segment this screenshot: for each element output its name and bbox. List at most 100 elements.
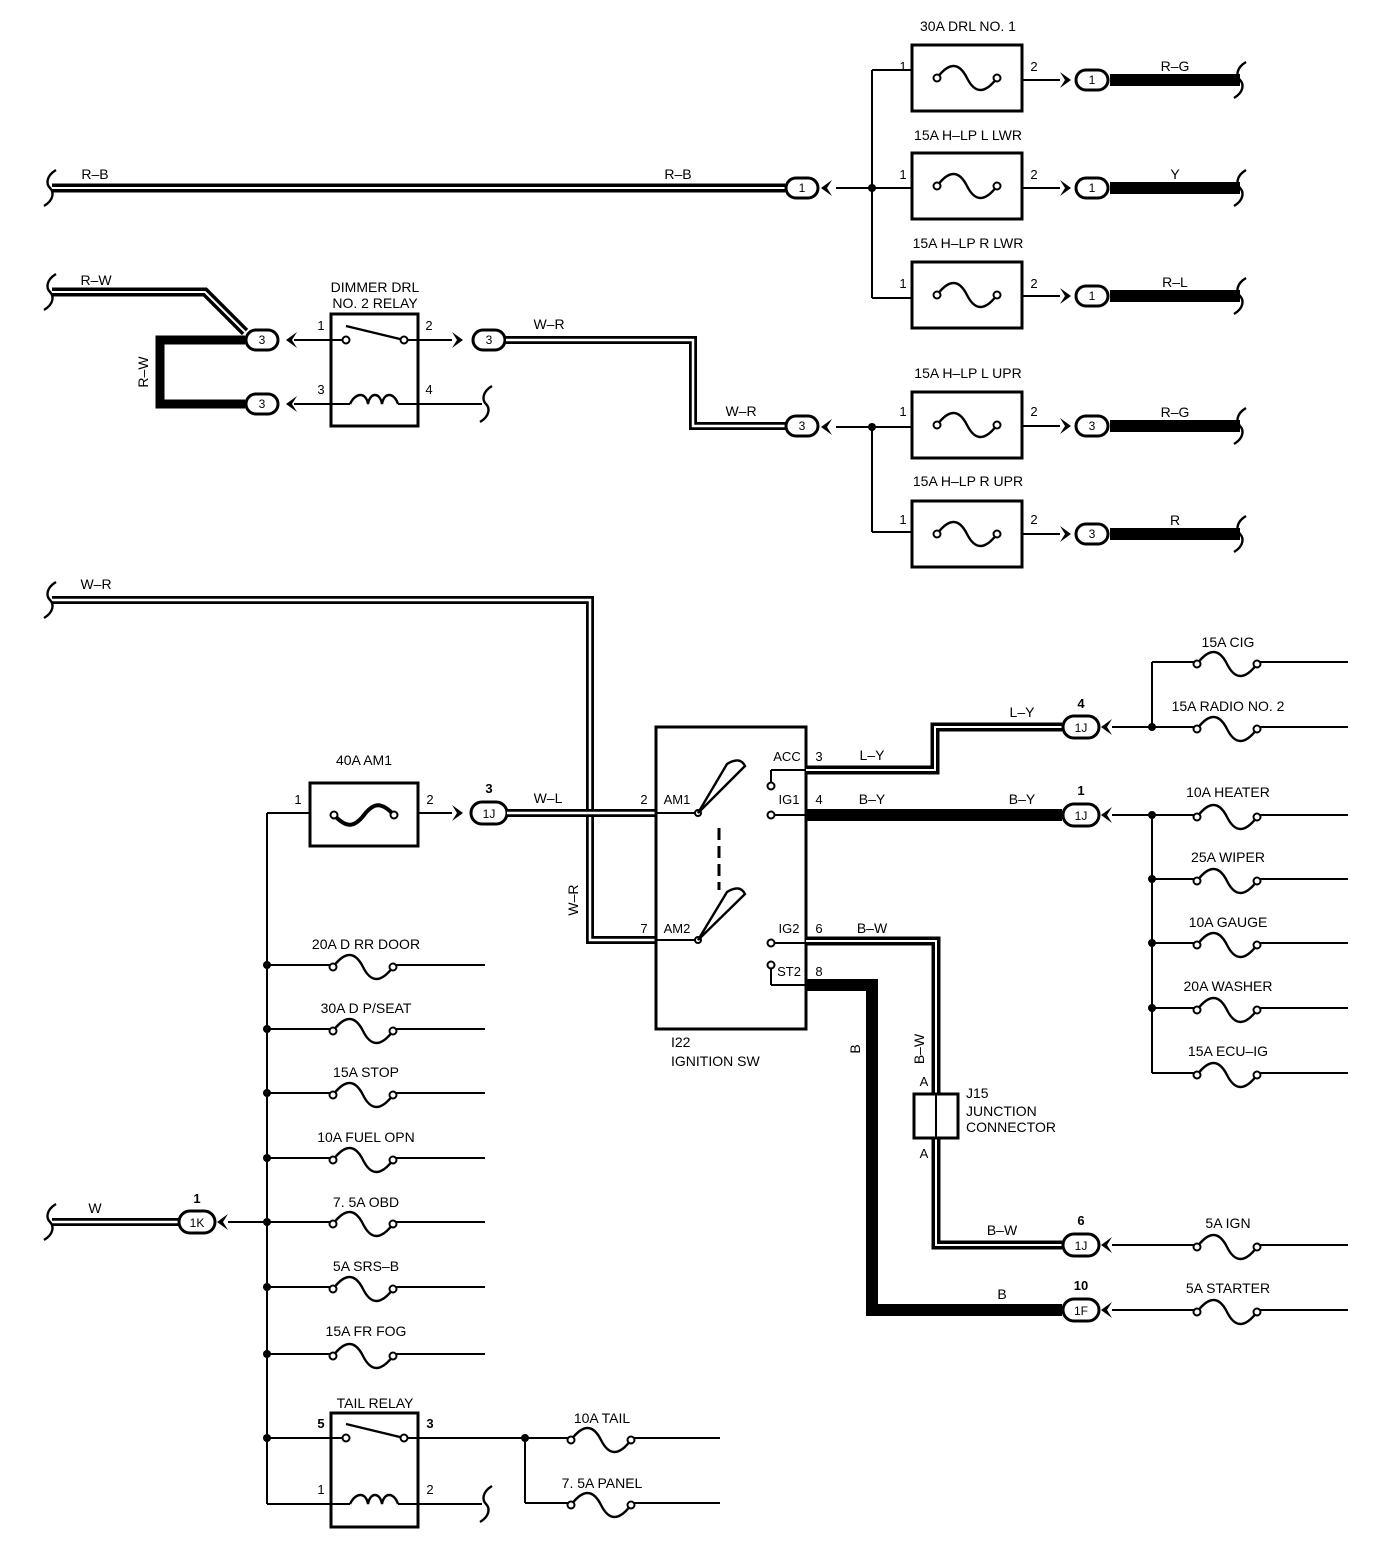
wire-label: B–W <box>857 920 888 936</box>
fuse-label: 15A RADIO NO. 2 <box>1172 698 1285 714</box>
pin-label: 3 <box>426 1416 433 1431</box>
outputs-top: 1 R–G 1 Y 1 R–L 3 R–G 3 R <box>1022 58 1248 554</box>
rb-feed-wire: R–B R–B 1 <box>42 166 820 208</box>
wire-label: B–Y <box>1009 791 1036 807</box>
connector-1: 1 <box>1089 181 1096 195</box>
fuse-label: 15A STOP <box>333 1064 399 1080</box>
wire-label: R–W <box>135 356 151 388</box>
wire-label: R–B <box>81 166 108 182</box>
fuse-d-rr-door: 20A D RR DOOR <box>267 936 485 981</box>
fuse-radio-no2: 15A RADIO NO. 2 <box>1152 698 1348 743</box>
dimmer-drl-relay: DIMMER DRL NO. 2 RELAY 1 2 3 4 <box>317 279 433 428</box>
wire-label: Y <box>1170 166 1180 182</box>
fuse-hlp-r-upr: 15A H–LP R UPR 1 2 <box>899 473 1038 569</box>
pin-label: 2 <box>1030 276 1037 291</box>
pin-label: 2 <box>640 792 647 807</box>
switch-name: IGNITION SW <box>671 1053 760 1069</box>
pin-label: 2 <box>1030 59 1037 74</box>
fuse-panel: 7. 5A PANEL <box>562 1475 643 1519</box>
tail-relay-section: TAIL RELAY 5 3 1 2 10A TAIL 7. 5A PANEL <box>267 1395 720 1529</box>
wire-label: W–L <box>534 790 563 806</box>
connector-1j: 1J <box>1075 1239 1088 1253</box>
wire-label: L–Y <box>860 747 886 763</box>
wire-label: R–W <box>80 272 112 288</box>
w-feed-input: W 1K 1 <box>42 1191 267 1242</box>
tail-relay: TAIL RELAY 5 3 1 2 <box>317 1395 434 1529</box>
connector-1: 1 <box>1089 289 1096 303</box>
pin-label: 1 <box>899 276 906 291</box>
fuse-label: 5A STARTER <box>1186 1280 1270 1296</box>
fuse-am1: 40A AM1 1 2 <box>294 752 434 848</box>
dimmer-drl-relay-section: R–W R–W 3 3 DIMMER DRL NO. 2 RELAY 1 2 3… <box>42 272 820 438</box>
pin-label: 1 <box>317 318 324 333</box>
fuse-tail: 10A TAIL <box>566 1410 636 1454</box>
fuse-d-p-seat: 30A D P/SEAT <box>267 1000 485 1045</box>
pin-label: 5 <box>317 1416 324 1431</box>
fuse-hlp-r-lwr: 15A H–LP R LWR 1 2 <box>899 235 1038 330</box>
fuse-label: 7. 5A OBD <box>333 1194 399 1210</box>
wire-label: W–R <box>565 884 581 915</box>
pin-label: 2 <box>425 318 432 333</box>
left-fuses: 20A D RR DOOR 30A D P/SEAT 15A STOP 10A … <box>263 936 485 1442</box>
pin-label: 1 <box>294 792 301 807</box>
connector-1j: 1J <box>1075 721 1088 735</box>
pin-label: 8 <box>815 964 822 979</box>
wire-label: B–W <box>987 1222 1018 1238</box>
fuse-hlp-l-lwr: 15A H–LP L LWR 1 2 <box>899 127 1038 221</box>
fuse-label: 15A H–LP L UPR <box>914 365 1021 381</box>
wire-label: R–G <box>1161 58 1190 74</box>
connector-1k: 1K <box>190 1216 205 1230</box>
fuse-label: 7. 5A PANEL <box>562 1475 643 1491</box>
fuse-label: 10A HEATER <box>1186 784 1270 800</box>
pin-label: 7 <box>640 921 647 936</box>
drl-fuse-section: 30A DRL NO. 1 1 2 15A H–LP L LWR 1 2 15A… <box>821 18 1248 569</box>
wire-label: W <box>88 1200 102 1216</box>
connector-3: 3 <box>259 333 266 347</box>
relay-label: NO. 2 RELAY <box>332 295 418 311</box>
connector-3: 3 <box>486 333 493 347</box>
pin-label: 3 <box>815 749 822 764</box>
fuse-washer: 20A WASHER <box>1152 978 1348 1024</box>
fuse-label: 30A DRL NO. 1 <box>920 18 1016 34</box>
fuse-drl-no1: 30A DRL NO. 1 1 2 <box>899 18 1038 113</box>
connector-1j: 1J <box>483 807 496 821</box>
connector-3: 3 <box>799 419 806 433</box>
cavity-number: 6 <box>1077 1213 1084 1228</box>
fuse-label: 20A WASHER <box>1184 978 1273 994</box>
ignition-outputs: L–Y L–Y 1J 4 B–Y B–Y 1J 1 B–W B–W B–W 1J… <box>806 696 1112 1323</box>
junction-pin: A <box>920 1074 929 1089</box>
terminal-am1: AM1 <box>664 792 691 807</box>
junction-id: J15 <box>966 1085 989 1101</box>
cavity-number: 10 <box>1074 1278 1088 1293</box>
fuse-hlp-l-upr: 15A H–LP L UPR 1 2 <box>899 365 1038 460</box>
fuse-fuel-opn: 10A FUEL OPN <box>267 1129 485 1174</box>
fuse-label: 15A CIG <box>1202 634 1255 650</box>
junction-label: JUNCTION <box>966 1103 1037 1119</box>
pin-label: 6 <box>815 921 822 936</box>
connector-3: 3 <box>259 397 266 411</box>
wire-label: W–R <box>725 403 756 419</box>
fuse-label: 40A AM1 <box>336 752 392 768</box>
fuse-ign: 5A IGN <box>1192 1215 1262 1261</box>
connector-1: 1 <box>1089 73 1096 87</box>
fuse-stop: 15A STOP <box>267 1064 485 1109</box>
fuse-label: 5A IGN <box>1205 1215 1250 1231</box>
pin-label: 1 <box>899 59 906 74</box>
ignition-switch: AM1 AM2 ACC IG1 IG2 ST2 2 7 3 4 6 8 I22 … <box>640 725 823 1069</box>
connector-1f: 1F <box>1074 1304 1088 1318</box>
fuse-cig: 15A CIG <box>1152 634 1348 678</box>
pin-label: 4 <box>425 382 432 397</box>
fuse-fr-fog: 15A FR FOG <box>267 1323 485 1370</box>
terminal-am2: AM2 <box>664 921 691 936</box>
fuse-label: 10A GAUGE <box>1189 914 1268 930</box>
fuse-label: 15A H–LP R UPR <box>913 473 1023 489</box>
terminal-acc: ACC <box>773 749 800 764</box>
wire-label: W–R <box>533 316 564 332</box>
wr-feed-ignition: W–R W–R <box>42 576 656 944</box>
relay-label: DIMMER DRL <box>331 279 420 295</box>
fuse-label: 30A D P/SEAT <box>321 1000 412 1016</box>
pin-label: 2 <box>1030 167 1037 182</box>
fuse-label: 10A TAIL <box>574 1410 631 1426</box>
fuse-label: 15A H–LP R LWR <box>913 235 1024 251</box>
